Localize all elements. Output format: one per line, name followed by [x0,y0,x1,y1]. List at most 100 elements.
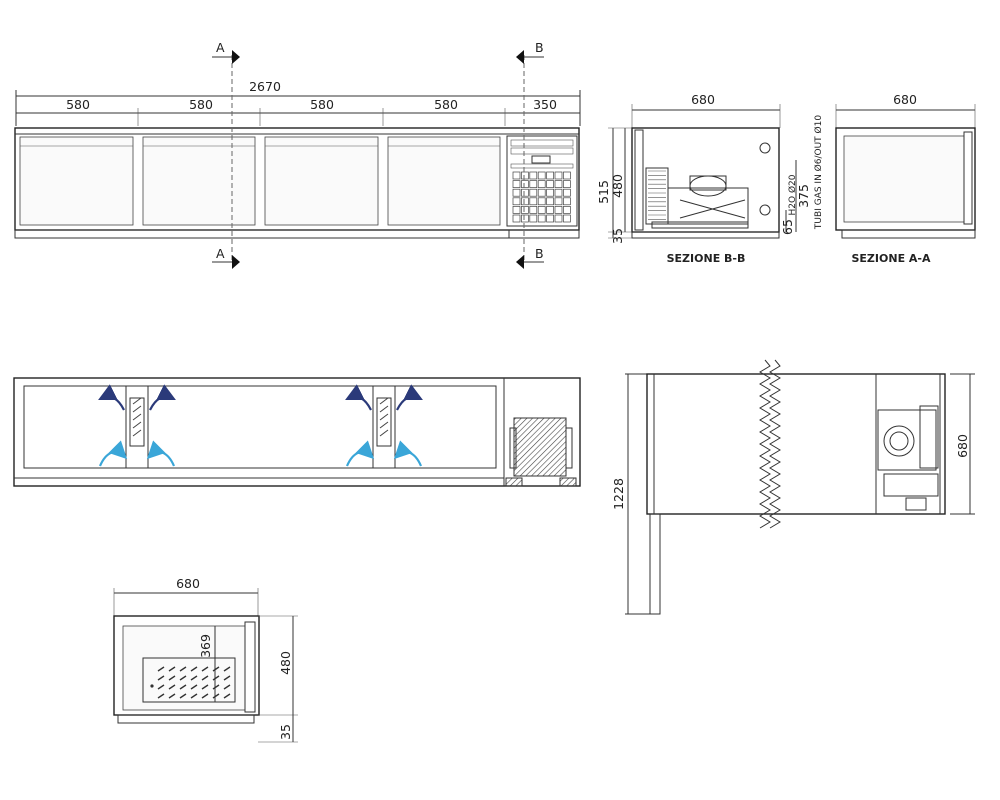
grid-slot [212,666,220,672]
grille-cell [546,206,554,214]
water-pipe-hole [759,204,771,216]
compressor-body [689,175,727,191]
evaporator-coil [129,397,145,447]
grille-cell [521,214,529,223]
plate-dot [150,684,154,688]
evaporator-housing [125,385,149,469]
louver [510,139,574,147]
condenser-plan [505,417,577,487]
grille-cell [554,171,563,180]
bb-dim-65: 65 [780,219,795,235]
grille-cell [537,180,546,188]
grille-cell [512,197,521,206]
bb-width-dim: 680 [691,92,715,107]
grid-slot [157,666,165,672]
door-1 [19,136,134,226]
section-aa-title: SEZIONE A-A [852,252,931,265]
grille-cell [521,171,529,180]
compressor-top [883,473,939,497]
slot [379,397,389,405]
grid-slot [179,675,187,681]
grid-plate [142,657,236,703]
plan-outline [13,377,581,487]
airflow-in-arrow [393,440,423,467]
grid-slot [223,684,231,690]
break-line [759,359,771,529]
well-depth-480: 480 [278,651,293,675]
grille-cell [537,206,546,214]
bb-dim-480: 480 [610,174,625,198]
airflow-out-arrow [149,384,176,411]
section-mark-b-bottom: B [516,246,544,269]
grid-slot [212,693,220,699]
slot [132,397,142,405]
grille-cell [529,206,538,214]
grille-cell [537,171,546,180]
plan-length-dim: 1228 [611,478,626,510]
grille-cell [546,171,554,180]
airflow-out-arrow [396,384,423,411]
section-label-a: A [216,40,225,55]
grid-slot [201,693,209,699]
grid-slot [157,684,165,690]
grille-cell [537,197,546,206]
mark-arrow [516,50,524,64]
airflow-in-arrow [345,440,375,467]
grille-cell [554,214,563,223]
grille-cell [546,197,554,206]
bb-dim-35: 35 [610,228,625,244]
plan-interior [23,385,497,469]
grille-cell [529,180,538,188]
grille-cell [554,206,563,214]
plinth [14,229,510,239]
grille-cell [512,214,521,223]
grid-slot [212,675,220,681]
evaporator-housing [372,385,396,469]
airflow-in-arrow [146,440,176,467]
grille-cell [537,188,546,197]
condenser-block [513,417,567,477]
grid-slot [179,693,187,699]
compressor-frame [667,187,749,225]
grille-cell [546,188,554,197]
section-mark-a-bottom: A [212,246,240,269]
airflow-in-arrow [98,440,128,467]
grid-slot [179,666,187,672]
grid-slot [157,693,165,699]
grille-cell [563,188,571,197]
motor-panel [506,135,578,227]
airflow-out-arrow [345,384,372,411]
airflow-arrows [98,384,423,467]
aa-glass-panel [843,135,965,223]
fan-hub [889,431,909,451]
grille-cell [546,214,554,223]
bb-base [631,231,780,239]
section-label-b: B [535,246,544,261]
door-2 [142,136,256,226]
grille-cell [529,197,538,206]
louver [510,147,574,155]
grid-slot [190,666,198,672]
door-4 [387,136,501,226]
slot [132,429,142,437]
front-elevation: 2670 580 580 580 580 350 [14,40,581,269]
section-a-a: 680 SEZIONE A-A [835,92,976,265]
ventilation-grille [512,171,571,223]
overall-dim-text: 2670 [249,79,281,94]
slot [379,405,389,413]
grille-cell [512,206,521,214]
section-label-a: A [216,246,225,261]
grid-slot [223,693,231,699]
section-bb-title: SEZIONE B-B [667,252,746,265]
grid-slot [223,675,231,681]
grid-slot [168,675,176,681]
grille-cell [563,197,571,206]
well-detail: 680 369 480 35 [113,576,298,743]
grid-slot [201,675,209,681]
grid-slot [168,666,176,672]
bb-dim-375: 375 [796,184,811,208]
break-line [769,359,781,529]
drain [905,497,927,511]
airflow-out-arrow [98,384,125,411]
